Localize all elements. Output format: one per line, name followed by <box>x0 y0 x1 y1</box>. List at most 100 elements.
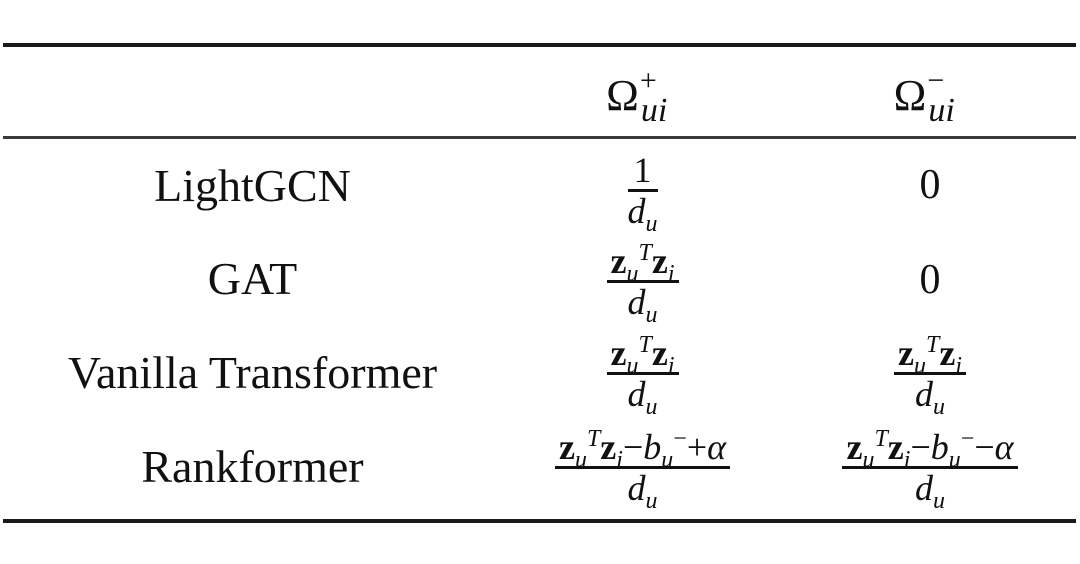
sub-u: u <box>862 446 875 473</box>
rankformer-omega-minus: zuTzi−bu−−α du <box>790 420 1070 514</box>
d: d <box>627 281 646 322</box>
sub-u: u <box>933 393 945 420</box>
denominator: du <box>627 190 658 236</box>
one: 1 <box>633 149 652 190</box>
minus-sign: − <box>622 426 644 467</box>
denominator: du <box>627 281 658 327</box>
subscript-ui: ui <box>640 91 668 129</box>
fraction: zuTzi−bu−−α du <box>842 425 1018 513</box>
z: z <box>558 426 575 467</box>
top-rule <box>3 43 1076 47</box>
gat-omega-minus: 0 <box>805 245 1055 315</box>
z: z <box>651 240 668 281</box>
row-label-gat: GAT <box>0 243 505 313</box>
sup-T: T <box>874 425 888 452</box>
superscript-minus: − <box>927 63 945 97</box>
sub-u: u <box>948 446 961 473</box>
denominator: du <box>915 373 945 419</box>
alpha: α <box>707 426 727 467</box>
row-label-rankformer: Rankformer <box>0 431 505 501</box>
fraction-bar <box>894 371 966 375</box>
sup-T: T <box>638 331 652 358</box>
z: z <box>610 240 627 281</box>
sub-u: u <box>645 393 658 420</box>
fraction-bar <box>627 188 658 192</box>
alpha: α <box>994 426 1014 467</box>
model-name: Vanilla Transformer <box>67 346 438 398</box>
denominator: du <box>627 373 658 419</box>
sub-u: u <box>574 446 587 473</box>
numerator: 1 <box>630 151 656 189</box>
vanilla-omega-plus: zuTzi du <box>520 328 765 419</box>
sup-T: T <box>638 239 652 266</box>
fraction: zuTzi−bu−+α du <box>554 425 731 513</box>
sup-minus: − <box>673 425 687 452</box>
fraction: zuTzi du <box>894 331 966 419</box>
z: z <box>887 426 904 467</box>
numerator: zuTzi <box>607 239 679 286</box>
sub-i: i <box>616 446 623 473</box>
omega-symbol: Ω <box>893 70 927 120</box>
header-rule <box>3 136 1076 139</box>
sub-u: u <box>661 446 674 473</box>
sub-u: u <box>645 487 658 514</box>
bottom-rule <box>3 519 1076 523</box>
z: z <box>898 332 914 373</box>
rankformer-omega-plus: zuTzi−bu−+α du <box>505 420 780 514</box>
sub-u: u <box>645 210 658 237</box>
header-omega-minus: Ω − ui <box>805 60 1055 130</box>
lightgcn-omega-plus: 1 du <box>520 148 765 236</box>
header-omega-plus: Ω + ui <box>520 60 765 130</box>
fraction: 1 du <box>627 151 658 236</box>
model-name: LightGCN <box>154 159 351 211</box>
z: z <box>939 332 956 373</box>
fraction: zuTzi du <box>606 239 679 327</box>
zero-value: 0 <box>919 257 941 303</box>
minus-sign: − <box>910 426 931 467</box>
gat-omega-plus: zuTzi du <box>520 236 765 327</box>
zero-value: 0 <box>919 162 941 208</box>
d: d <box>915 373 933 414</box>
lightgcn-omega-minus: 0 <box>805 150 1055 220</box>
minus-sign: − <box>974 426 995 467</box>
fraction-bar <box>606 371 679 375</box>
sup-minus: − <box>960 425 975 452</box>
sup-T: T <box>586 425 601 452</box>
plus-sign: + <box>686 426 708 467</box>
sub-u: u <box>645 301 658 328</box>
subscript-ui: ui <box>928 91 955 129</box>
d: d <box>627 190 646 231</box>
numerator: zuTzi <box>894 331 966 378</box>
row-label-vanilla-transformer: Vanilla Transformer <box>0 337 505 407</box>
numerator: zuTzi−bu−+α <box>555 425 730 472</box>
numerator: zuTzi−bu−−α <box>842 425 1017 472</box>
d: d <box>914 467 933 508</box>
z: z <box>600 426 617 467</box>
sub-i: i <box>903 446 911 473</box>
omega-symbol: Ω <box>606 70 639 120</box>
b: b <box>643 426 662 467</box>
fraction-bar <box>554 465 731 469</box>
sub-i: i <box>955 352 962 379</box>
row-label-lightgcn: LightGCN <box>0 150 505 220</box>
superscript-plus: + <box>639 63 657 97</box>
fraction-bar <box>842 465 1018 469</box>
fraction-bar <box>606 279 679 283</box>
d: d <box>627 373 646 414</box>
sup-T: T <box>925 331 940 358</box>
vanilla-omega-minus: zuTzi du <box>805 328 1055 419</box>
z: z <box>846 426 863 467</box>
d: d <box>627 467 646 508</box>
fraction: zuTzi du <box>606 331 679 419</box>
sub-i: i <box>667 352 675 379</box>
b: b <box>930 426 949 467</box>
model-name: Rankformer <box>141 440 364 492</box>
numerator: zuTzi <box>607 331 679 378</box>
z: z <box>651 332 668 373</box>
model-name: GAT <box>207 252 298 304</box>
sub-i: i <box>667 260 675 287</box>
denominator: du <box>627 467 657 513</box>
sub-u: u <box>932 487 945 514</box>
z: z <box>610 332 627 373</box>
denominator: du <box>914 467 945 513</box>
